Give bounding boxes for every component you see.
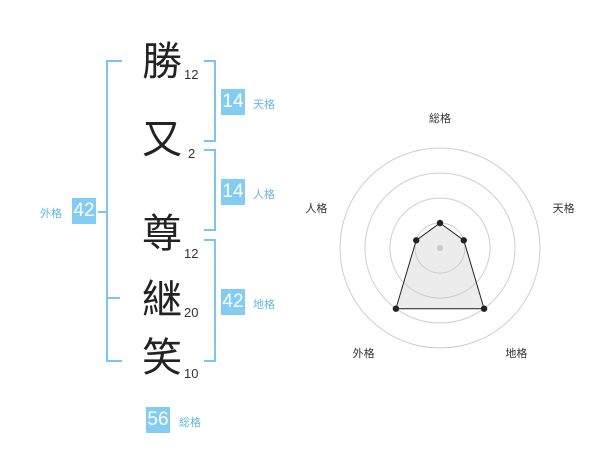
name-char-2: 又 — [142, 117, 182, 163]
gaikaku-value: 42 — [72, 198, 96, 224]
stroke-count-3: 12 — [184, 246, 199, 261]
stroke-count-1: 12 — [184, 67, 199, 82]
radar-point-3 — [480, 305, 488, 312]
outer-bracket — [106, 60, 122, 362]
soukaku-label: 総格 — [179, 416, 201, 429]
radar-axis-label-4: 外格 — [353, 346, 375, 360]
stroke-count-4: 20 — [184, 305, 199, 320]
tenkaku-value: 14 — [221, 89, 245, 115]
tenkaku-bracket — [204, 60, 216, 142]
radar-axis-label-1: 総格 — [429, 111, 451, 125]
soukaku-value: 56 — [146, 407, 170, 433]
jinkaku-bracket — [204, 149, 216, 231]
name-char-5: 笑 — [142, 335, 182, 381]
radar-axis-label-2: 天格 — [553, 201, 575, 215]
gaikaku-label: 外格 — [40, 207, 62, 220]
radar-grid-ring-3 — [364, 172, 516, 324]
radar-center-dot — [437, 245, 443, 251]
outer-bracket-tick — [98, 211, 106, 213]
radar-grid-ring-2 — [389, 197, 491, 299]
name-char-1: 勝 — [142, 39, 182, 85]
stroke-count-5: 10 — [184, 366, 199, 381]
radar-grid-ring-4 — [339, 147, 541, 349]
name-char-3: 尊 — [142, 211, 182, 257]
radar-axis-label-3: 地格 — [505, 346, 527, 360]
stroke-count-2: 2 — [188, 146, 196, 161]
chikaku-label: 地格 — [253, 298, 275, 311]
radar-point-5 — [413, 237, 420, 244]
radar-value-polygon — [395, 222, 485, 310]
tenkaku-label: 天格 — [253, 98, 275, 111]
radar-point-2 — [460, 237, 467, 244]
surname-split-tick — [106, 297, 120, 299]
chikaku-value: 42 — [221, 289, 245, 315]
name-char-4: 継 — [142, 277, 182, 323]
radar-point-1 — [436, 219, 444, 227]
jinkaku-value: 14 — [221, 179, 245, 205]
jinkaku-label: 人格 — [253, 188, 275, 201]
chikaku-bracket — [204, 239, 216, 362]
radar-point-4 — [392, 305, 400, 312]
radar-axis-label-5: 人格 — [305, 201, 327, 215]
